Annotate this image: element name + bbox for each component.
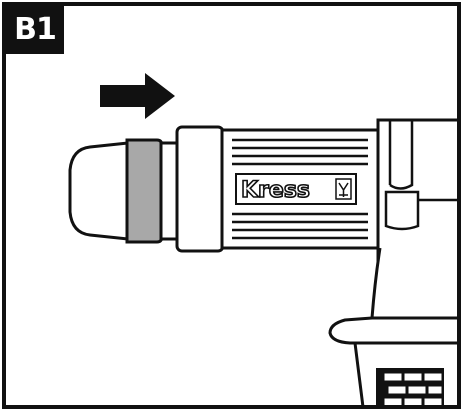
rear-panel-line	[388, 120, 414, 190]
direction-arrow	[100, 73, 175, 119]
figure-border-top	[2, 2, 461, 409]
handle-neck	[370, 247, 461, 320]
collar-ring	[159, 141, 180, 241]
front-ring	[175, 125, 225, 253]
bottom-grooves	[232, 212, 368, 240]
top-grooves	[232, 138, 368, 166]
figure-label-badge: B1	[6, 6, 64, 54]
grip-texture	[376, 368, 444, 407]
chuck-sleeve	[125, 138, 164, 244]
grip-plate	[328, 316, 461, 345]
figure-label: B1	[14, 12, 57, 47]
rear-switch	[384, 190, 420, 231]
chuck-tip	[68, 141, 130, 241]
brand-logo-text: Kress	[241, 178, 310, 203]
brand-mark-icon	[335, 178, 352, 200]
